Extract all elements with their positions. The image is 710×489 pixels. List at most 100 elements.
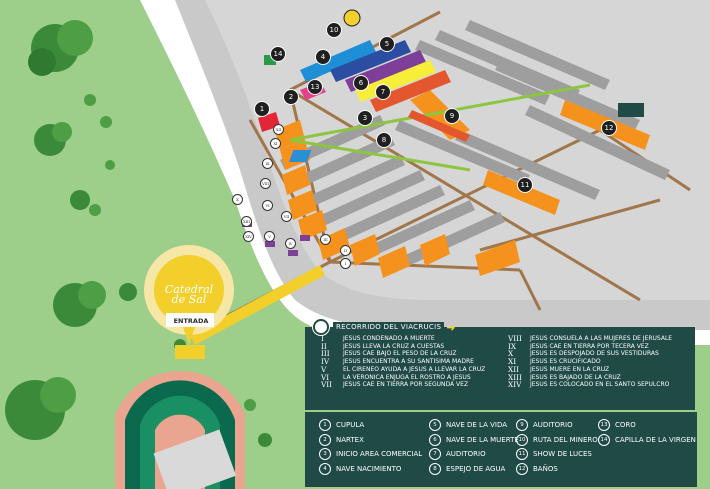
miner-icon bbox=[343, 9, 361, 27]
place-number: 14 bbox=[598, 433, 610, 446]
place-label: ESPEJO DE AGUA bbox=[446, 464, 506, 473]
station-label-VII: VII bbox=[281, 211, 292, 222]
station-number: II bbox=[321, 341, 327, 351]
trees bbox=[5, 20, 272, 461]
place-number: 12 bbox=[516, 462, 528, 475]
map-number-4: 4 bbox=[315, 49, 331, 65]
station-number: XIV bbox=[508, 380, 522, 390]
station-label-XIII: XIII bbox=[241, 216, 252, 227]
place-number: 4 bbox=[319, 462, 331, 475]
entrance-plaza bbox=[115, 370, 245, 489]
station-text: JESUS CONDENADO A MUERTE bbox=[343, 335, 435, 342]
station-number: III bbox=[321, 349, 330, 359]
stations-right: VIII JESUS CONSUELA A LAS MUJERES DE JERU… bbox=[508, 335, 672, 389]
station-label-IX: IX bbox=[262, 158, 273, 169]
station-text: JESUS CAE EN TIERRA POR TECERA VEZ bbox=[530, 342, 649, 350]
station-text: JESUS ENCUENTRA A SU SANTISIMA MADRE bbox=[343, 358, 474, 366]
map-number-7: 7 bbox=[375, 84, 391, 100]
place-label: AUDITORIO bbox=[446, 450, 486, 459]
station-text: JESUS MUERE EN LA CRUZ bbox=[530, 365, 610, 373]
station-row: XI JESUS ES CRUCIFICADO bbox=[508, 358, 672, 366]
map-number-3: 3 bbox=[357, 110, 373, 126]
mirror-pool bbox=[289, 150, 312, 162]
map-number-6: 6 bbox=[353, 75, 369, 91]
viacrucis-legend: RECORRIDO DEL VIACRUCIS ➜ I JESUS CONDENA… bbox=[305, 319, 695, 410]
place-row: 3 INICIO AREA COMERCIAL bbox=[319, 447, 422, 462]
nave-4 bbox=[300, 40, 376, 82]
place-label: AUDITORIO bbox=[533, 421, 573, 430]
restroom-icon bbox=[618, 103, 644, 117]
station-text: EL CIRENEO AYUDA A JESUS A LLEVAR LA CRU… bbox=[343, 365, 486, 373]
station-row: V EL CIRENEO AYUDA A JESUS A LLEVAR LA CR… bbox=[321, 366, 485, 374]
map-number-14: 14 bbox=[270, 46, 286, 62]
station-number: I bbox=[321, 334, 324, 343]
station-text: LA VERONICA ENJUGA EL ROSTRO A JESUS bbox=[343, 373, 471, 381]
main-gallery bbox=[289, 83, 591, 142]
station-text: JESUS ES CRUCIFICADO bbox=[530, 358, 601, 366]
station-text: JESUS CONSUELA A LAS MUJERES DE JERUSALE bbox=[530, 335, 673, 342]
station-text: JESUS ES DESPOJADO DE SUS VESTIDURAS bbox=[530, 350, 659, 358]
place-row: 2 NARTEX bbox=[319, 433, 422, 448]
map-number-2: 2 bbox=[283, 89, 299, 105]
map-number-12: 12 bbox=[601, 120, 617, 136]
place-number: 2 bbox=[319, 433, 331, 446]
nave-9 bbox=[408, 110, 470, 142]
station-number: V bbox=[321, 364, 327, 374]
station-row: X JESUS ES DESPOJADO DE SUS VESTIDURAS bbox=[508, 350, 672, 358]
place-number: 6 bbox=[429, 433, 441, 446]
station-label-VI: VI bbox=[262, 200, 273, 211]
place-number: 3 bbox=[319, 448, 331, 461]
map-number-10: 10 bbox=[326, 22, 342, 38]
place-label: NARTEX bbox=[336, 435, 364, 444]
place-number: 7 bbox=[429, 448, 441, 461]
station-number: XIII bbox=[508, 372, 522, 382]
station-number: VIII bbox=[508, 334, 522, 343]
entrance-badge bbox=[144, 245, 234, 359]
place-row: 7 AUDITORIO bbox=[429, 447, 519, 462]
station-label-II: II bbox=[340, 245, 351, 256]
station-label-IV: IV bbox=[285, 238, 296, 249]
entrance-label: ENTRADA bbox=[173, 317, 209, 325]
place-number: 5 bbox=[429, 419, 441, 432]
station-row: XIII JESUS ES BAJADO DE LA CRUZ bbox=[508, 372, 672, 382]
place-number: 10 bbox=[516, 433, 528, 446]
station-row: II JESUS LLEVA LA CRUZ A CUESTAS bbox=[321, 341, 485, 351]
place-label: RUTA DEL MINERO bbox=[533, 435, 598, 444]
station-row: XII JESUS MUERE EN LA CRUZ bbox=[508, 366, 672, 374]
place-label: INICIO AREA COMERCIAL bbox=[336, 450, 423, 459]
station-label-I: I bbox=[340, 258, 351, 269]
place-number: 8 bbox=[429, 462, 441, 475]
station-label-XII: XII bbox=[273, 124, 284, 135]
location-pin-icon bbox=[313, 319, 329, 335]
station-number: XI bbox=[508, 357, 517, 367]
station-text: JESUS ES BAJADO DE LA CRUZ bbox=[530, 373, 621, 381]
brand-logo: Catedral de Sal bbox=[154, 283, 224, 305]
gray-naves bbox=[280, 20, 670, 272]
place-label: BAÑOS bbox=[533, 464, 558, 473]
brand-line1: Catedral bbox=[164, 283, 214, 296]
station-label-XI: XI bbox=[270, 138, 281, 149]
viacrucis-title-text: RECORRIDO DEL VIACRUCIS bbox=[333, 322, 445, 332]
stations-left: I JESUS CONDENADO A MUERTE II JESUS LLEVA L… bbox=[321, 335, 485, 389]
station-text: JESUS CAE BAJO EL PESO DE LA CRUZ bbox=[343, 350, 457, 358]
station-text: JESUS LLEVA LA CRUZ A CUESTAS bbox=[343, 342, 445, 350]
place-label: NAVE NACIMIENTO bbox=[336, 464, 402, 473]
place-row: 12 BAÑOS bbox=[516, 462, 598, 477]
viacrucis-title: RECORRIDO DEL VIACRUCIS ➜ bbox=[313, 319, 456, 335]
station-row: I JESUS CONDENADO A MUERTE bbox=[321, 335, 485, 343]
station-number: X bbox=[508, 349, 514, 359]
station-number: XII bbox=[508, 364, 519, 374]
station-row: VIII JESUS CONSUELA A LAS MUJERES DE JERU… bbox=[508, 335, 672, 343]
arrow-right-icon: ➜ bbox=[446, 320, 456, 334]
